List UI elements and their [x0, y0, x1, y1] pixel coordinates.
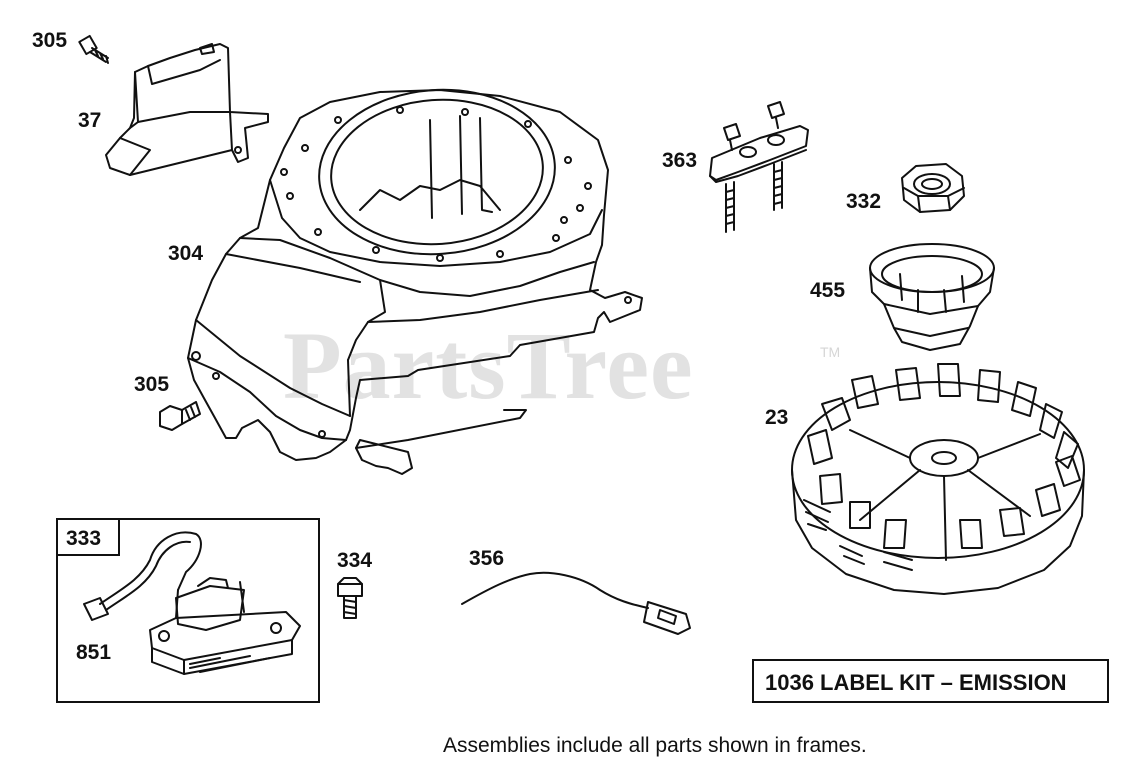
- flywheel-23-drawing: [791, 363, 1085, 595]
- part-label-305-top: 305: [32, 29, 68, 52]
- footnote: Assemblies include all parts shown in fr…: [443, 734, 867, 757]
- label-kit-box: 1036 LABEL KIT – EMISSION: [752, 659, 1109, 703]
- assembly-frame-333: [56, 518, 320, 703]
- part-label-356: 356: [469, 547, 505, 570]
- cup-455-drawing: [869, 243, 995, 351]
- screw-334-drawing: [337, 577, 363, 619]
- part-label-333: 333: [66, 527, 102, 550]
- part-label-455: 455: [810, 279, 846, 302]
- watermark-brand: PartsTree: [283, 312, 694, 419]
- ground-wire-356-drawing: [461, 571, 691, 635]
- part-label-304: 304: [168, 242, 204, 265]
- assembly-frame-tag: 333: [56, 518, 120, 556]
- part-label-23: 23: [765, 406, 789, 429]
- blower-housing-304-drawing: [187, 88, 643, 475]
- watermark-trademark: TM: [820, 344, 841, 360]
- part-label-334: 334: [337, 549, 373, 572]
- part-label-305-lower: 305: [134, 373, 170, 396]
- part-label-363: 363: [662, 149, 698, 172]
- label-kit-text: 1036 LABEL KIT – EMISSION: [765, 670, 1067, 695]
- part-label-332: 332: [846, 190, 882, 213]
- bracket-363-drawing: [709, 101, 809, 233]
- part-label-37: 37: [78, 109, 102, 132]
- nut-332-drawing: [901, 163, 965, 213]
- bolt-305-lower-drawing: [159, 401, 201, 431]
- bolt-305-top-drawing: [78, 34, 109, 64]
- part-label-851: 851: [76, 641, 112, 664]
- baffle-37-drawing: [105, 43, 269, 176]
- ignition-coil-851-drawing: [83, 531, 301, 675]
